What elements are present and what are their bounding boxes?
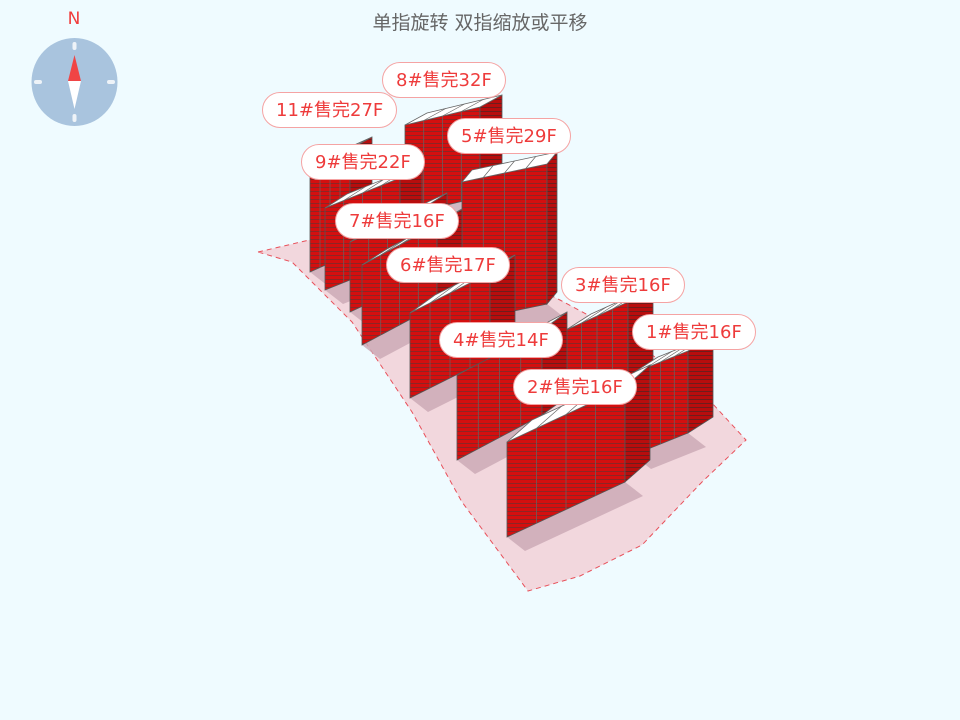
building-side-face bbox=[546, 150, 558, 306]
north-label: N bbox=[67, 9, 81, 29]
gesture-hint-title: 单指旋转 双指缩放或平移 bbox=[372, 12, 588, 34]
building-label-11[interactable]: 11#售完27F bbox=[262, 92, 398, 128]
building-label-2[interactable]: 2#售完16F bbox=[513, 369, 637, 405]
roof-divider bbox=[362, 178, 385, 194]
roof-divider bbox=[423, 108, 446, 121]
compass-icon[interactable] bbox=[31, 38, 118, 126]
roof-divider bbox=[380, 238, 406, 256]
roof-divider bbox=[461, 99, 484, 112]
building-label-3[interactable]: 3#售完16F bbox=[561, 267, 685, 303]
roof-divider bbox=[504, 160, 515, 174]
building-label-5[interactable]: 5#售完29F bbox=[447, 118, 571, 154]
roof-divider bbox=[429, 284, 456, 304]
building-shadow bbox=[507, 482, 643, 551]
building-shadow bbox=[633, 433, 706, 469]
roof-divider bbox=[581, 306, 607, 324]
building-label-6[interactable]: 6#售完17F bbox=[386, 247, 510, 283]
roof-divider bbox=[646, 351, 672, 368]
building-label-4[interactable]: 4#售完14F bbox=[439, 322, 563, 358]
roof-divider bbox=[442, 103, 465, 117]
building-label-1[interactable]: 1#售完16F bbox=[632, 314, 756, 350]
roof-divider bbox=[525, 156, 537, 169]
building-label-9[interactable]: 9#售完22F bbox=[301, 144, 425, 180]
roof-divider bbox=[343, 186, 366, 201]
building-label-7[interactable]: 7#售完16F bbox=[335, 203, 459, 239]
roof-divider bbox=[482, 165, 494, 178]
building-label-8[interactable]: 8#售完32F bbox=[382, 62, 506, 98]
roof-divider bbox=[536, 405, 562, 429]
